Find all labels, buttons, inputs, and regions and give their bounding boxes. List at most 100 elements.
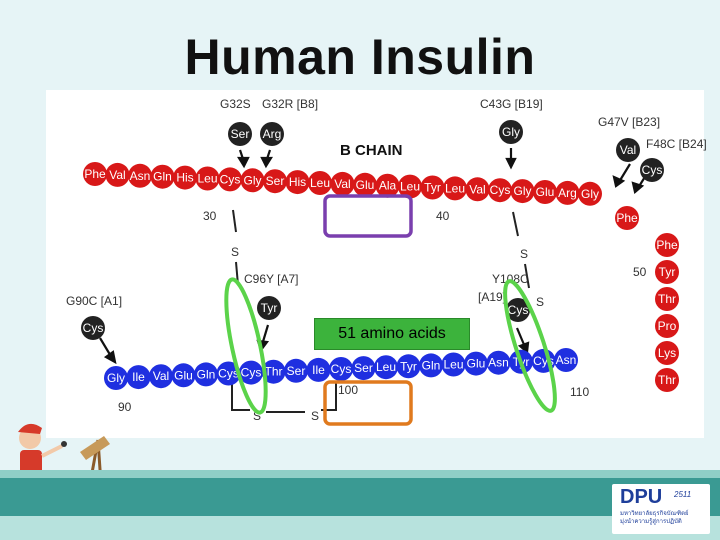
b-chain-residue-circle — [218, 167, 242, 192]
a-chain-residue: Leu — [441, 352, 466, 377]
b-chain-residue-label: Val — [469, 182, 485, 196]
b-chain-residue: Val — [330, 171, 355, 196]
a-chain-residue-label: Ile — [132, 370, 145, 384]
mutation-residue-y108c-label: Cys — [508, 303, 529, 317]
a-chain-residue: Leu — [374, 355, 398, 380]
b-chain-tail-residue-label: Lys — [658, 346, 676, 360]
highlight-purple-box — [323, 194, 413, 238]
b-chain-residue-circle — [128, 163, 152, 188]
a-chain-residue: Ser — [351, 356, 376, 381]
b-chain-title: B CHAIN — [340, 142, 403, 159]
label-c43g: C43G [B19] — [480, 97, 543, 111]
b-chain-tail-residue-label: Pro — [658, 319, 677, 333]
highlight-green-ellipse-left — [224, 277, 268, 415]
b-chain-residue: His — [173, 165, 197, 190]
b-chain-residue: Cys — [488, 178, 512, 203]
logo-name: DPU — [620, 486, 663, 508]
a-chain-residue-circle — [374, 355, 398, 380]
a-chain-residue-circle — [351, 356, 376, 381]
b-chain-tail-residue: Thr — [655, 368, 679, 392]
b-chain-residue-label: Leu — [310, 176, 330, 190]
b-chain-tail-residue-circle — [615, 206, 639, 230]
mutation-residue-g90c: Cys — [81, 316, 105, 340]
a-chain-residue: Gln — [419, 353, 443, 378]
number-50: 50 — [633, 265, 647, 279]
mutation-residue-g32r: Arg — [260, 122, 284, 146]
b-chain-residue: Gly — [578, 181, 602, 206]
a-chain-residue-label: Gln — [197, 367, 216, 381]
b-chain-tail-residue-circle — [655, 314, 679, 338]
a-chain-residue-circle — [194, 362, 218, 387]
b-chain-tail-residue-circle — [655, 341, 679, 365]
b-chain-tail-residue-label: Phe — [656, 238, 678, 252]
b-chain-residue-circle — [465, 177, 490, 202]
label-g90c: G90C [A1] — [66, 294, 122, 308]
mutation-residue-c43g: Gly — [499, 120, 523, 144]
a-chain-residue: Val — [149, 364, 173, 389]
number-30: 30 — [203, 209, 217, 223]
number-40: 40 — [436, 209, 450, 223]
b-chain-residue-label: Cys — [490, 183, 511, 197]
b-chain-residue-circle — [488, 178, 512, 203]
b-chain-residue-label: Leu — [400, 180, 420, 194]
a-chain-residue-circle — [284, 358, 308, 383]
sulfur-b2: S — [520, 247, 528, 261]
b-chain-residue-circle — [533, 180, 557, 204]
footer-band-top — [0, 470, 720, 478]
number-90: 90 — [118, 400, 132, 414]
mutation-residue-c96y-circle — [257, 296, 281, 320]
b-chain-residue-label: Ser — [266, 174, 285, 188]
a-chain-residue-circle — [171, 363, 196, 388]
b-chain-tail-residue-circle — [655, 233, 679, 257]
b-chain-residue-circle — [83, 162, 107, 186]
mutation-residue-g47v-circle — [616, 138, 640, 162]
b-chain-residue: Glu — [353, 172, 377, 197]
b-chain-tail-residue-label: Phe — [616, 211, 638, 225]
a-chain-residue-label: Cys — [331, 362, 352, 376]
b-chain-residue-circle — [420, 175, 445, 200]
a-chain-residue: Glu — [464, 351, 488, 376]
a-chain-residue-circle — [306, 357, 331, 382]
logo-line1: มหาวิทยาลัยธุรกิจบัณฑิตย์ — [620, 511, 689, 517]
b-chain-residue-circle — [263, 169, 287, 194]
highlight-orange-box — [323, 380, 413, 426]
slide-title: Human Insulin — [184, 29, 536, 85]
b-chain-tail-residue: Phe — [615, 206, 639, 230]
b-chain-residue: Asn — [128, 163, 152, 188]
label-a19: [A19] — [478, 290, 506, 304]
b-chain-residue: Ala — [375, 173, 400, 198]
b-chain-residue: Cys — [218, 167, 242, 192]
b-chain-residue: Gly — [510, 179, 535, 204]
mutation-residue-c96y-label: Tyr — [261, 301, 278, 315]
b-chain-residue: Ser — [263, 169, 287, 194]
b-chain-tail-residue: Tyr — [655, 260, 679, 284]
a-chain-residue-label: Ser — [287, 364, 306, 378]
highlight-green-ellipse-right — [503, 279, 557, 413]
a-chain-residue-circle — [464, 351, 488, 376]
a-chain-residue: Ser — [284, 358, 308, 383]
b-chain-residue-label: His — [289, 175, 306, 189]
a-chain-residue-label: Leu — [376, 360, 396, 374]
a-chain-residue-label: Tyr — [400, 359, 417, 373]
b-chain-residue-circle — [375, 173, 400, 198]
mutation-residue-g90c-label: Cys — [83, 321, 104, 335]
a-chain-residue-label: Gly — [107, 371, 125, 385]
b-chain-residue-circle — [555, 180, 580, 205]
a-chain-residue-circle — [329, 357, 353, 381]
b-chain-residue: Glu — [533, 180, 557, 204]
b-chain-residue-circle — [578, 181, 602, 206]
a-chain-residue-circle — [104, 366, 128, 390]
a-chain-residue: Gly — [104, 366, 128, 390]
b-chain-residue: Val — [465, 177, 490, 202]
a-chain-residue-circle — [216, 361, 241, 386]
a-chain-residue: Tyr — [396, 354, 421, 379]
mutation-residue-g32s: Ser — [228, 122, 252, 146]
mutation-residue-c96y: Tyr — [257, 296, 281, 320]
b-chain-residue: Gly — [240, 168, 265, 193]
logo-line2: มุ่งนำความรู้สู่การปฏิบัติ — [620, 519, 682, 525]
b-chain-tail-residue-label: Tyr — [659, 265, 676, 279]
annotation-51-amino-acids: 51 amino acids — [314, 318, 470, 350]
